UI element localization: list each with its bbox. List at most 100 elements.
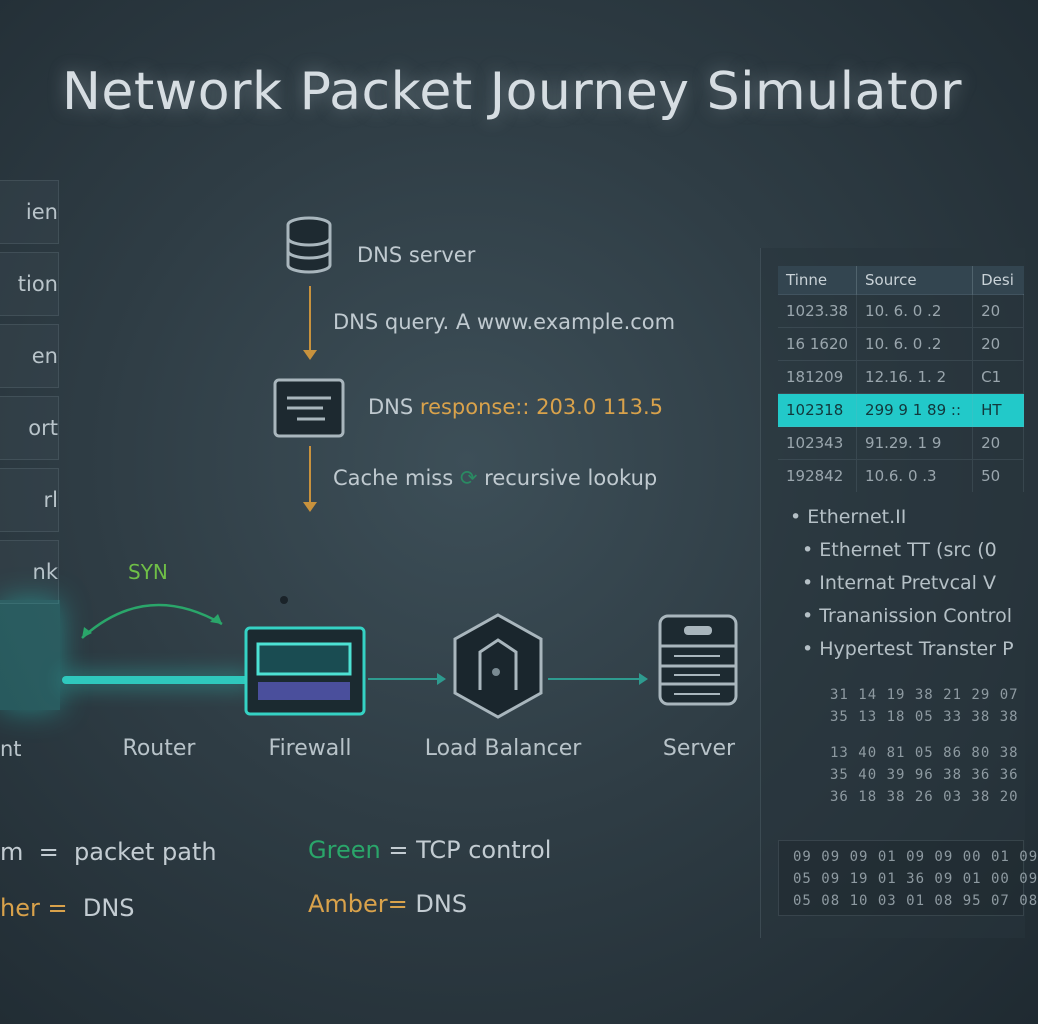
legend-amber-word: Amber: [308, 890, 388, 918]
dns-response-label: DNS response:: 203.0 113.5: [368, 395, 663, 419]
cell-time: 181209: [778, 360, 858, 394]
legend-green: Green = TCP control: [308, 836, 551, 864]
tree-item-ethernet[interactable]: • Ethernet.II: [790, 506, 907, 528]
dns-query-arrow: [303, 286, 317, 360]
hex-dump-panel[interactable]: 09 09 09 01 09 09 00 01 09 05 09 19 01 3…: [778, 840, 1038, 916]
sidebar-item-1[interactable]: ien: [0, 180, 59, 244]
legend-teal-eq: =: [38, 838, 59, 866]
cell-destination: 50: [972, 459, 1024, 492]
tree-item-http[interactable]: • Hypertest Transter P: [802, 638, 1014, 660]
firewall-icon[interactable]: [244, 626, 366, 720]
cell-destination: HT: [972, 393, 1024, 427]
legend-amber-left: her = DNS: [0, 894, 135, 922]
client-node-label: nt: [0, 737, 22, 761]
cell-source-value: 299 9 1 89: [865, 401, 947, 419]
cell-time: 102343: [778, 426, 858, 460]
syn-label: SYN: [128, 560, 168, 584]
column-header-time[interactable]: Tinne: [778, 266, 858, 295]
sidebar-item-label: rl: [43, 488, 58, 512]
firewall-label: Firewall: [268, 736, 352, 761]
cache-arrow: [303, 446, 317, 512]
dns-response-value: response:: 203.0 113.5: [419, 395, 664, 419]
cell-destination: 20: [972, 294, 1024, 328]
sidebar-item-label: nk: [32, 560, 58, 584]
dns-query-label: DNS query. A www.example.com: [333, 310, 675, 334]
router-label: Router: [122, 736, 196, 761]
cell-source: 91.29. 1 9: [856, 426, 974, 460]
server-icon[interactable]: [658, 614, 738, 710]
packet-path-line: [62, 676, 252, 684]
column-header-source[interactable]: Source: [856, 266, 974, 295]
cell-destination: 20: [972, 327, 1024, 361]
hex-row: 05 08 10 03 01 08 95 07 08: [793, 893, 1038, 909]
cell-destination: C1: [972, 360, 1024, 394]
syn-arc-arrow: [81, 603, 223, 639]
legend-amber-left-text: DNS: [82, 894, 135, 922]
sidebar-item-label: ien: [25, 200, 58, 224]
hex-row: 13 40 81 05 86 80 38: [830, 745, 1019, 761]
hex-row: 35 40 39 96 38 36 36: [830, 767, 1019, 783]
cell-time: 1023.38: [778, 294, 858, 328]
server-label: Server: [662, 736, 736, 761]
legend-green-text: TCP control: [416, 836, 552, 864]
legend-teal-text: packet path: [74, 838, 217, 866]
packet-detail-tree: • Ethernet.II • Ethernet TT (src (0 • In…: [782, 506, 1024, 816]
tree-item-internet-protocol[interactable]: • Internat Pretvcal V: [802, 572, 996, 594]
cell-time: 102318: [778, 393, 858, 427]
hex-upper-block: 31 14 19 38 21 29 07 35 13 18 05 33 38 3…: [782, 687, 1024, 811]
legend-teal-word: m: [0, 838, 24, 866]
hex-row: 09 09 09 01 09 09 00 01 09: [793, 849, 1038, 865]
legend-teal: m = packet path: [0, 838, 217, 866]
hex-row: 05 09 19 01 36 09 01 00 09: [793, 871, 1038, 887]
database-icon[interactable]: [286, 216, 332, 278]
tree-item-transmission-control[interactable]: • Trananission Control: [802, 605, 1012, 627]
cell-time: 192842: [778, 459, 858, 492]
legend-green-word: Green: [308, 836, 381, 864]
page-title: Network Packet Journey Simulator: [61, 62, 963, 122]
hex-row: 35 13 18 05 33 38 38: [830, 709, 1019, 725]
cell-source: 10. 6. 0 .2: [856, 294, 974, 328]
cell-source: 10.6. 0 .3: [856, 459, 974, 492]
legend-amber-text: DNS: [415, 890, 468, 918]
column-header-destination[interactable]: Desi: [972, 266, 1024, 295]
cell-time: 16 1620: [778, 327, 858, 361]
cell-destination: 20: [972, 426, 1024, 460]
legend-amber-left-word: her: [0, 894, 40, 922]
hex-row: 31 14 19 38 21 29 07: [830, 687, 1019, 703]
tree-item-ethernet-src[interactable]: • Ethernet TT (src (0: [802, 539, 997, 561]
sidebar-item-5[interactable]: rl: [0, 468, 59, 532]
hex-row: 36 18 38 26 03 38 20: [830, 789, 1019, 805]
recursive-lookup-text: recursive lookup: [484, 466, 658, 490]
firewall-indicator-dot: [280, 596, 288, 604]
refresh-icon: ⟳: [459, 466, 478, 490]
dns-response-prefix: DNS: [368, 395, 420, 419]
legend-amber-left-eq: =: [47, 894, 68, 922]
cache-label: Cache miss ⟳ recursive lookup: [333, 466, 657, 490]
sidebar-item-3[interactable]: en: [0, 324, 59, 388]
sidebar-item-4[interactable]: ort: [0, 396, 59, 460]
dns-server-label: DNS server: [357, 243, 476, 267]
sidebar-item-label: tion: [17, 272, 58, 296]
cell-source: 299 9 1 89 ::: [856, 393, 974, 427]
cache-miss-text: Cache miss: [333, 466, 454, 490]
legend-green-eq: =: [388, 836, 409, 864]
cell-source: 10. 6. 0 .2: [856, 327, 974, 361]
sidebar-item-label: en: [31, 344, 58, 368]
legend-amber: Amber= DNS: [308, 890, 467, 918]
sidebar-item-label: ort: [28, 416, 58, 440]
dns-query-text: DNS query. A www.example.com: [333, 310, 676, 334]
shield-icon[interactable]: [452, 612, 544, 724]
sidebar-item-6[interactable]: nk: [0, 540, 59, 604]
document-icon[interactable]: [273, 378, 345, 442]
sidebar-item-2[interactable]: tion: [0, 252, 59, 316]
cell-selected-marker: ::: [950, 401, 962, 419]
cell-source: 12.16. 1. 2: [856, 360, 974, 394]
client-node-glow[interactable]: [0, 600, 60, 710]
